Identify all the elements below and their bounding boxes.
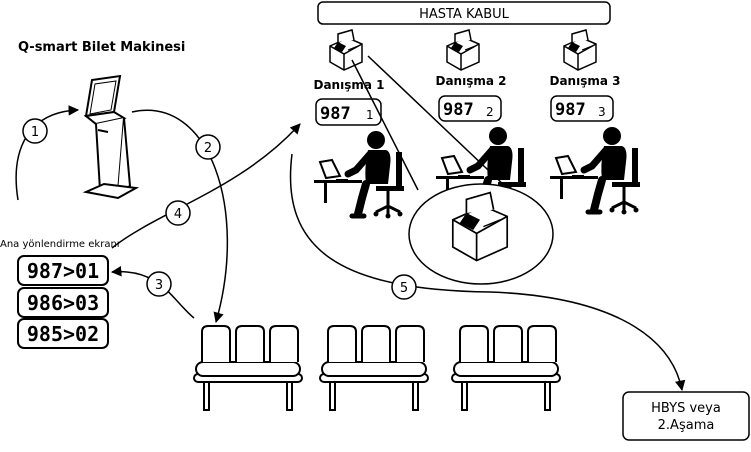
- screen-row-box: [17, 255, 109, 286]
- header-title: HASTA KABUL: [419, 7, 510, 22]
- kiosk-title: Q-smart Bilet Makinesi: [18, 40, 185, 55]
- desk-display: 987 3: [550, 95, 614, 122]
- desk-number: 1: [366, 108, 374, 122]
- desk-number: 3: [598, 105, 606, 119]
- arrow-step-4: [111, 123, 301, 249]
- desk-ticket: 987: [555, 100, 586, 120]
- step-marker: 4: [165, 200, 191, 226]
- printer-zoom-callout: [351, 55, 554, 285]
- svg-text:4: 4: [174, 207, 182, 222]
- step-marker: 3: [146, 271, 172, 297]
- screen-row: 985>02: [27, 322, 99, 346]
- desk-display: 987 2: [438, 95, 502, 122]
- desk-worker-icon: [550, 127, 640, 215]
- ticket-printer-icon: [563, 29, 597, 71]
- step-marker: 2: [195, 134, 221, 160]
- waiting-bench-icon: [193, 325, 303, 411]
- desk-number: 2: [486, 105, 494, 119]
- screen-row-box: [17, 318, 109, 349]
- screen-row-box: [17, 287, 109, 318]
- svg-text:5: 5: [400, 281, 408, 296]
- ticket-printer-icon: [446, 29, 480, 71]
- arrow-step-5: [289, 153, 686, 392]
- desk-ticket: 987: [443, 100, 474, 120]
- svg-text:3: 3: [155, 278, 163, 293]
- printer-large-icon: [451, 191, 509, 262]
- main-screen-label: Ana yönlendirme ekranı: [0, 239, 120, 250]
- screen-row: 986>03: [27, 291, 99, 315]
- destination-line-1: HBYS veya: [651, 401, 721, 416]
- destination-line-2: 2.Aşama: [658, 418, 715, 433]
- waiting-bench-icon: [451, 325, 561, 411]
- desk-ticket: 987: [320, 104, 351, 124]
- svg-text:1: 1: [31, 125, 39, 140]
- screen-row: 987>01: [27, 259, 99, 283]
- arrow-step-2: [131, 109, 229, 324]
- desk-worker-icon: [314, 131, 404, 219]
- main-screen-display: 987>01 986>03 985>02: [17, 255, 109, 349]
- desk-display: 987 1: [315, 98, 382, 126]
- destination-box: HBYS veya 2.Aşama: [622, 391, 750, 441]
- step-marker: 1: [22, 118, 48, 144]
- kiosk-machine-icon: [82, 74, 140, 200]
- desk-name: Danışma 3: [550, 74, 621, 88]
- ticket-printer-icon: [329, 29, 363, 71]
- waiting-bench-icon: [319, 325, 429, 411]
- desk-name: Danışma 2: [436, 74, 507, 88]
- svg-text:2: 2: [204, 141, 212, 156]
- step-marker: 5: [391, 274, 417, 300]
- hasta-kabul-header: HASTA KABUL: [317, 1, 611, 25]
- desk-name: Danışma 1: [314, 78, 385, 92]
